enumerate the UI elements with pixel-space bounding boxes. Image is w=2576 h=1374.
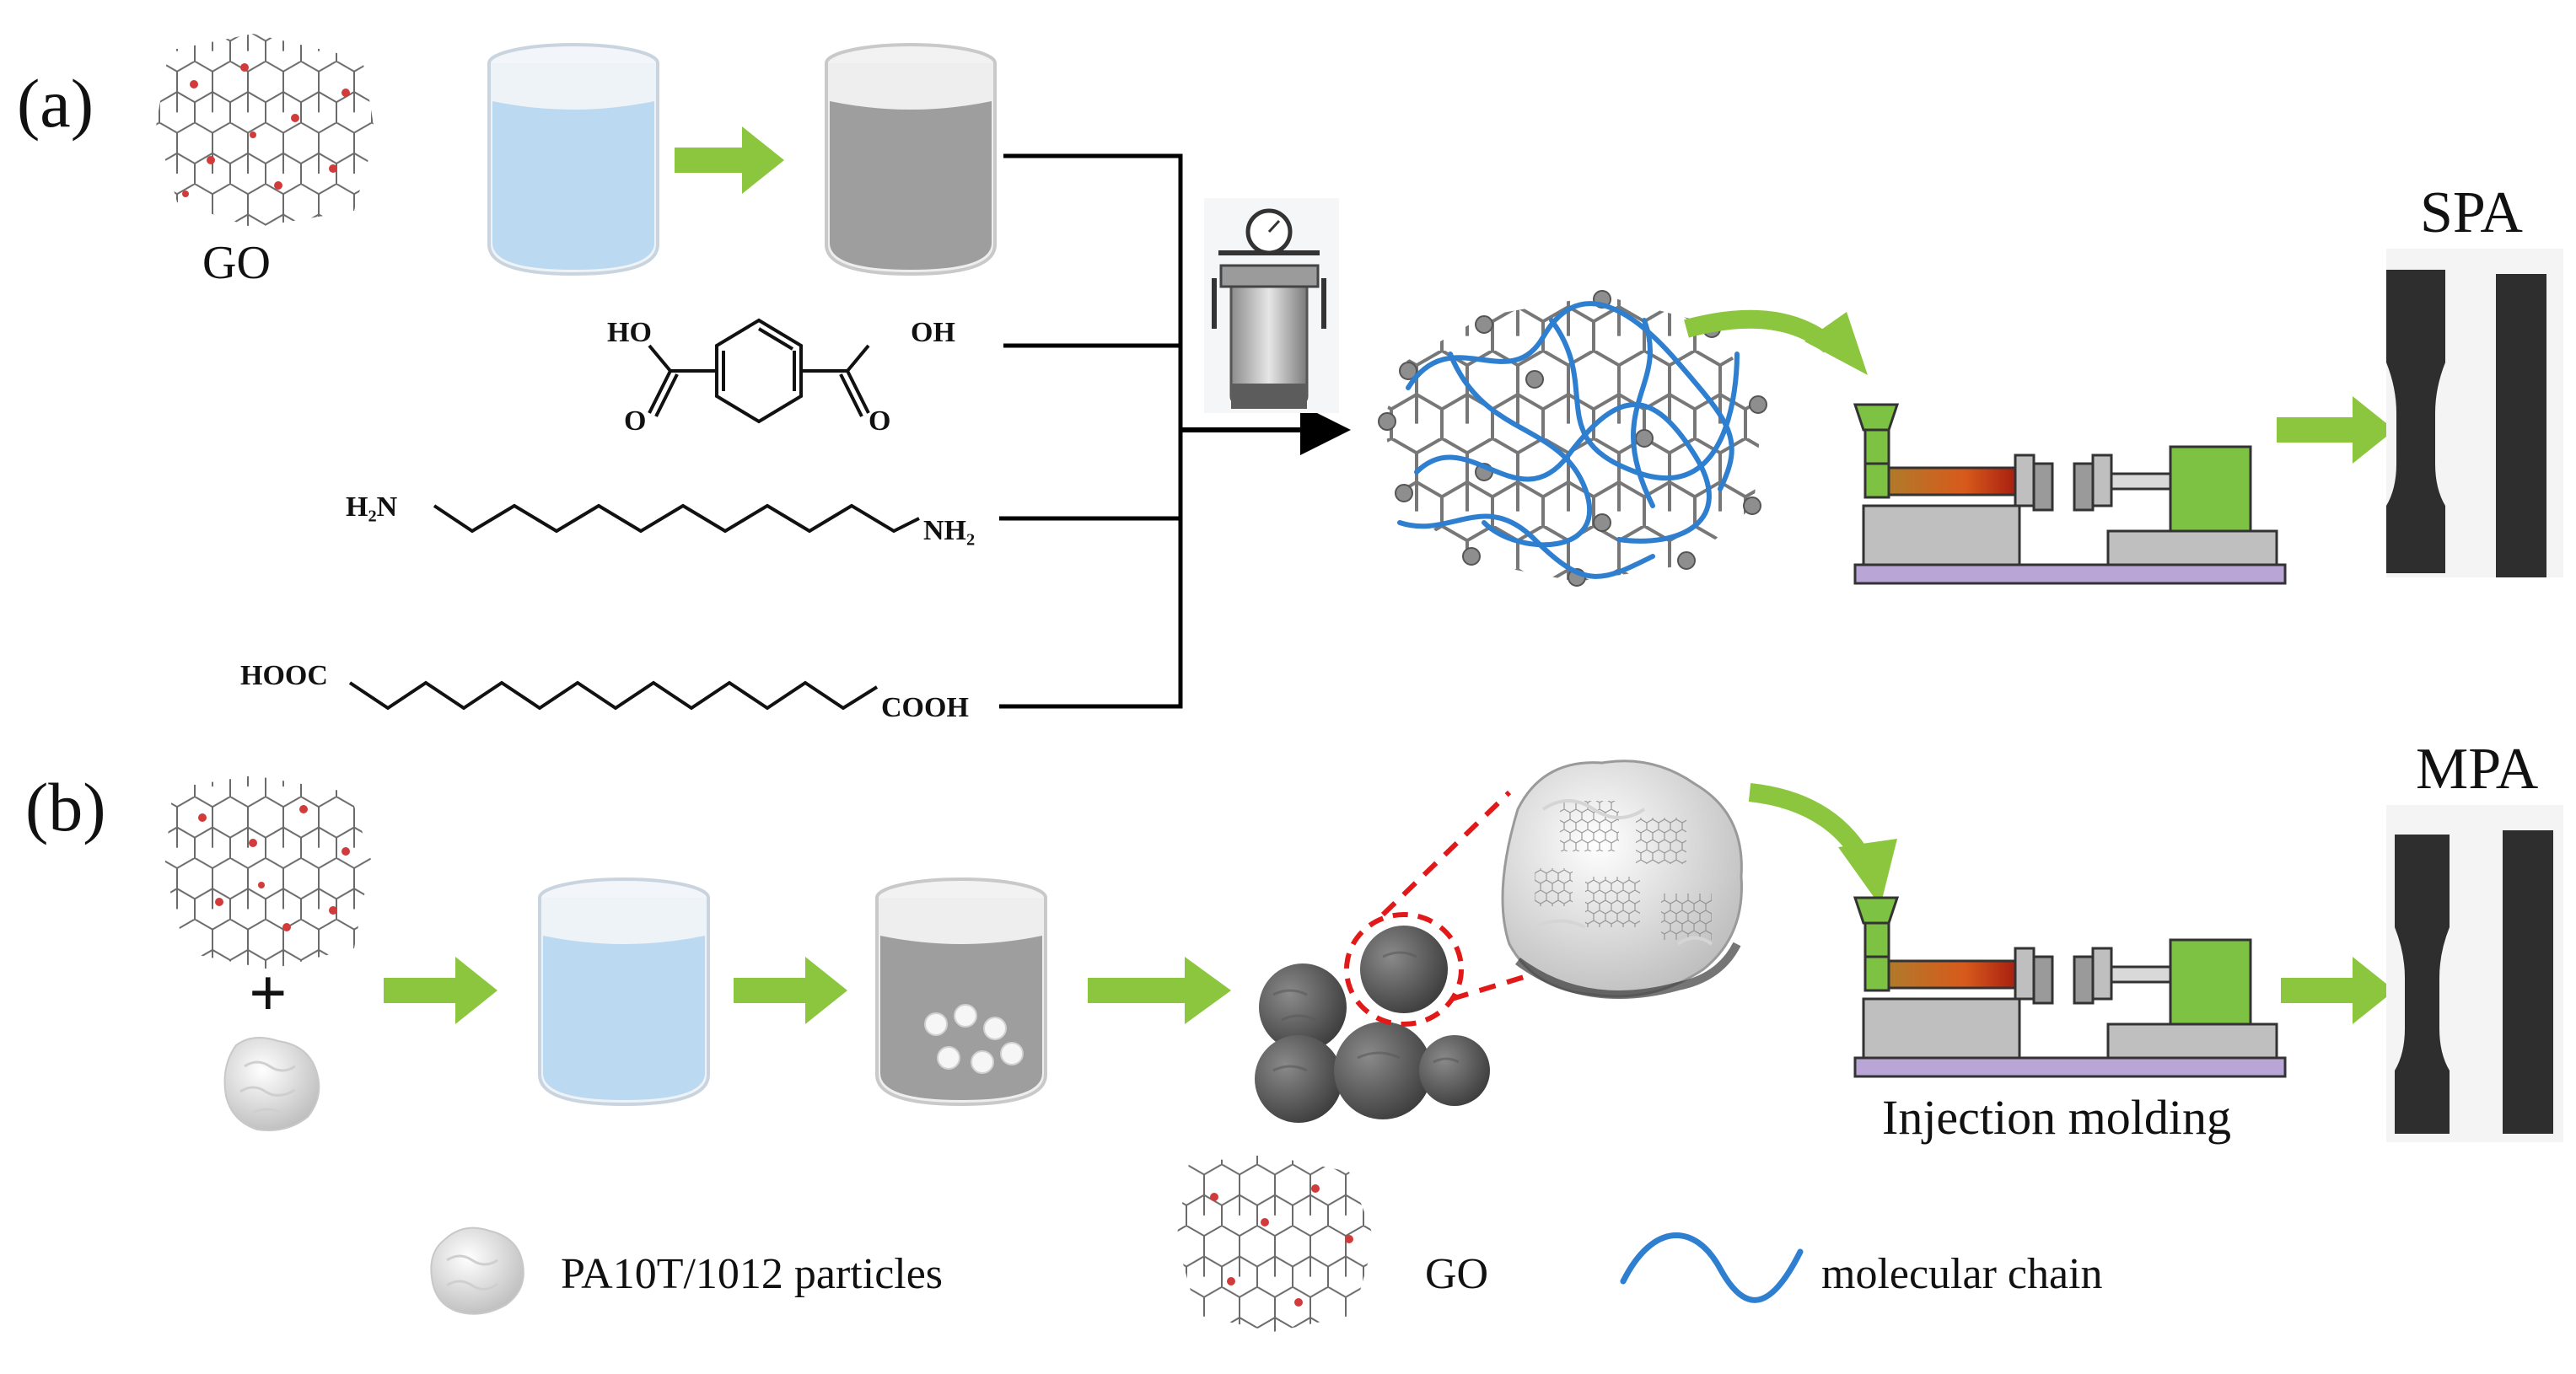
arrow-to-beaker-b1 — [384, 957, 497, 1024]
beaker-particle-dispersion-icon — [875, 878, 1047, 1107]
mpa-label: MPA — [2416, 737, 2539, 802]
spa-label: SPA — [2420, 180, 2523, 245]
chem-oh: OH — [911, 317, 955, 348]
chem-ho: HO — [607, 317, 652, 348]
chem-o-right: O — [869, 405, 890, 437]
go-coated-particles-icon — [1255, 790, 1578, 1123]
legend-go-label: GO — [1425, 1250, 1488, 1298]
chem-o-left: O — [624, 405, 646, 437]
injection-molding-machine-a-icon — [1853, 403, 2287, 585]
chem-cooh: COOH — [881, 692, 969, 723]
arrow-composite-to-molding-a — [1684, 309, 1868, 375]
beaker-water-icon — [487, 43, 659, 276]
legend-chain-icon — [1620, 1232, 1804, 1303]
arrow-to-beaker-b2 — [734, 957, 847, 1024]
go-polymer-composite-icon — [1378, 290, 1767, 587]
feed-lines — [999, 153, 1183, 709]
go-sheet-icon — [156, 34, 375, 228]
beaker-go-dispersion-icon — [825, 43, 997, 276]
legend-chain-label: molecular chain — [1821, 1250, 2103, 1298]
arrow-water-to-dispersion — [675, 126, 784, 194]
mpa-specimens-icon — [2386, 805, 2563, 1142]
arrow-to-coated-particles — [1088, 957, 1231, 1024]
legend-particles-label: PA10T/1012 particles — [561, 1250, 943, 1298]
legend-particle-icon — [430, 1226, 524, 1315]
plus-sign: + — [249, 957, 288, 1031]
injection-molding-label: Injection molding — [1882, 1090, 2231, 1145]
panel-a-label: (a) — [17, 65, 94, 142]
arrow-particles-to-molding-b — [1748, 783, 1897, 906]
decanediamine-chain — [433, 503, 920, 534]
beaker-water-b-icon — [538, 878, 710, 1107]
panel-b-label: (b) — [25, 769, 106, 845]
go-sheet-icon-b — [164, 776, 371, 969]
injection-molding-machine-b-icon — [1853, 896, 2287, 1078]
terephthalic-acid-structure — [648, 318, 870, 424]
zoomed-coated-particle-icon — [1501, 759, 1743, 999]
legend-go-icon — [1176, 1155, 1374, 1332]
dodecanedioic-acid-chain — [348, 680, 879, 711]
go-label: GO — [202, 237, 271, 289]
autoclave-reactor-icon — [1204, 198, 1339, 413]
arrow-to-spa-specimens — [2277, 396, 2395, 464]
arrow-to-mpa-specimens — [2281, 957, 2395, 1024]
spa-specimens-icon — [2386, 249, 2563, 577]
pa-particle-icon — [223, 1037, 320, 1131]
chem-hooc: HOOC — [240, 660, 328, 691]
chem-h2n: H₂N — [346, 491, 398, 523]
chem-nh2: NH₂ — [923, 515, 975, 546]
legend: PA10T/1012 particles GO molecular chain — [430, 1155, 2103, 1332]
